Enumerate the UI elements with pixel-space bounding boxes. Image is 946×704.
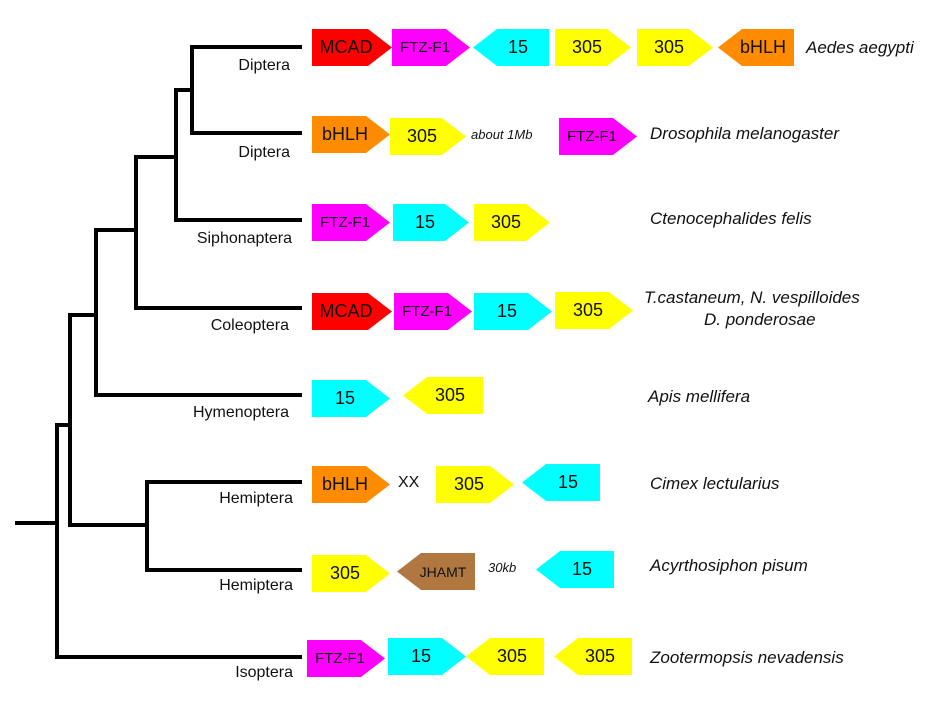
gene-label: 15 (414, 212, 436, 232)
gene-label: 15 (507, 37, 529, 57)
gene-label: 15 (571, 559, 593, 579)
gene-label: 305 (329, 563, 361, 583)
gene-label: MCAD (319, 37, 373, 57)
gene-label: JHAMT (419, 563, 467, 580)
distance-note: 30kb (488, 560, 517, 575)
species-name: Ctenocephalides felis (650, 209, 812, 228)
species-name: Aedes aegypti (806, 38, 914, 57)
gene-label: FTZ-F1 (320, 214, 370, 231)
species-name: Drosophila melanogaster (650, 124, 839, 143)
gene-label: bHLH (321, 124, 369, 144)
gene-label: FTZ-F1 (567, 128, 617, 145)
gene-label: 305 (584, 646, 616, 666)
species-name: T.castaneum, N. vespilloides (644, 288, 860, 307)
gap-note: XX (398, 474, 420, 491)
order-label: Diptera (238, 57, 290, 74)
species-name: D. ponderosae (704, 310, 816, 329)
distance-note: about 1Mb (471, 127, 533, 142)
gene-label: 15 (410, 646, 432, 666)
species-name: Zootermopsis nevadensis (650, 648, 844, 667)
order-label: Diptera (238, 144, 290, 161)
gene-label: FTZ-F1 (400, 39, 450, 56)
gene-label: 305 (653, 37, 685, 57)
species-name: Cimex lectularius (650, 474, 780, 493)
order-label: Coleoptera (210, 317, 289, 334)
gene-label: 305 (490, 212, 522, 232)
gene-label: 305 (434, 385, 466, 405)
gene-label: bHLH (739, 37, 787, 57)
gene-label: 305 (453, 474, 485, 494)
gene-label: 305 (496, 646, 528, 666)
gene-label: 15 (557, 472, 579, 492)
gene-label: 305 (572, 300, 604, 320)
gene-label: 305 (406, 126, 438, 146)
order-label: Hemiptera (219, 577, 293, 594)
order-label: Hemiptera (219, 490, 293, 507)
gene-label: bHLH (321, 474, 369, 494)
gene-label: MCAD (319, 301, 373, 321)
order-label: Siphonaptera (196, 230, 292, 247)
gene-label: FTZ-F1 (402, 303, 452, 320)
gene-label: 15 (334, 388, 356, 408)
species-name: Apis mellifera (648, 387, 751, 406)
gene-label: 15 (496, 301, 518, 321)
species-name: Acyrthosiphon pisum (650, 556, 808, 575)
order-label: Hymenoptera (192, 404, 289, 421)
gene-label: FTZ-F1 (315, 650, 365, 667)
gene-label: 305 (571, 37, 603, 57)
order-label: Isoptera (235, 664, 293, 681)
